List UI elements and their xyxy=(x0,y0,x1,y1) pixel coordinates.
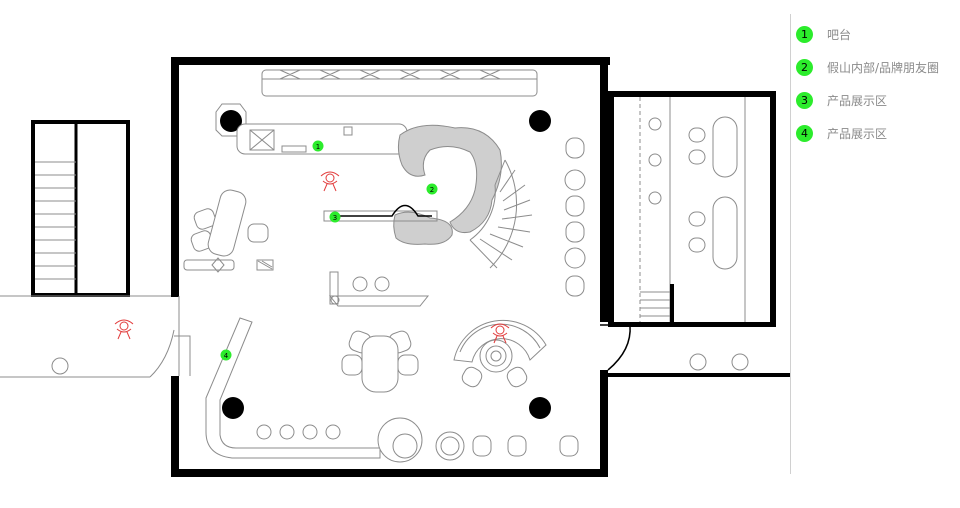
legend-marker-1: 1 xyxy=(796,25,813,43)
display-counter-3 xyxy=(323,204,438,222)
plan-markers: 1 2 3 4 xyxy=(220,140,438,361)
stair-treads xyxy=(35,161,76,280)
svg-text:2: 2 xyxy=(430,186,434,194)
visitor-figure xyxy=(114,319,134,340)
legend-label-2: 假山内部/品牌朋友圈 xyxy=(827,60,940,75)
legend-marker-4: 4 xyxy=(796,124,813,142)
plan-marker-4: 4 xyxy=(220,349,232,361)
bartender-figure xyxy=(320,171,340,192)
legend-item-2: 2 假山内部/品牌朋友圈 xyxy=(796,57,939,77)
center-table xyxy=(341,330,419,393)
small-fixtures xyxy=(183,257,274,273)
stairwell xyxy=(31,120,130,297)
display-table xyxy=(328,271,430,307)
legend-marker-3: 3 xyxy=(796,91,813,109)
right-door xyxy=(600,324,631,371)
spiral-stair xyxy=(469,159,533,269)
legend-label-1: 吧台 xyxy=(827,27,852,42)
legend-item-1: 1 吧台 xyxy=(796,24,851,44)
structural-columns xyxy=(220,110,551,419)
main-room-walls xyxy=(171,57,610,477)
rockery xyxy=(393,124,502,245)
plan-marker-1: 1 xyxy=(312,140,324,152)
display-counter-4 xyxy=(205,317,579,463)
left-door xyxy=(174,296,191,376)
svg-text:1: 1 xyxy=(316,143,320,151)
plan-marker-3: 3 xyxy=(329,211,341,223)
plan-marker-2: 2 xyxy=(426,183,438,195)
right-wall-chairs xyxy=(564,137,586,297)
right-corridor xyxy=(608,353,790,377)
svg-text:3: 3 xyxy=(333,214,337,222)
wall-shelf xyxy=(261,69,538,97)
left-corridor xyxy=(0,295,175,378)
legend-item-4: 4 产品展示区 xyxy=(796,123,887,143)
legend-label-4: 产品展示区 xyxy=(827,126,888,141)
legend-divider xyxy=(790,14,791,474)
svg-text:4: 4 xyxy=(224,352,229,360)
right-annex xyxy=(608,91,776,327)
round-desk xyxy=(453,319,547,388)
legend-marker-2: 2 xyxy=(796,58,813,76)
table-cluster-left xyxy=(190,189,269,257)
legend-item-3: 3 产品展示区 xyxy=(796,90,887,110)
legend-label-3: 产品展示区 xyxy=(827,93,888,108)
